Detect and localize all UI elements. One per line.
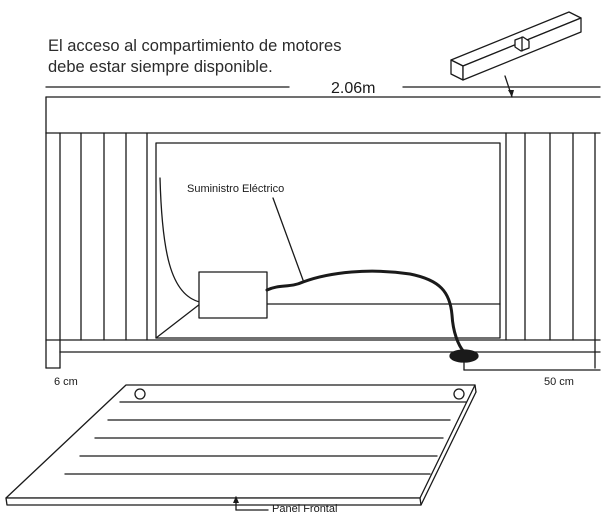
left-gap-label: 6 cm xyxy=(54,376,78,388)
front-panel-leader xyxy=(233,496,269,511)
power-supply-label: Suministro Eléctrico xyxy=(187,183,285,195)
front-panel xyxy=(5,384,477,506)
access-note-line1: El acceso al compartimiento de motores xyxy=(48,37,342,55)
front-panel-label: Panel Frontal xyxy=(272,503,338,515)
width-dimension-line xyxy=(45,86,601,98)
base-sill xyxy=(45,339,601,369)
panel-hole-right xyxy=(453,388,465,400)
width-dimension-label: 2.06m xyxy=(331,80,376,97)
access-note-line2: debe estar siempre disponible. xyxy=(48,58,273,76)
power-label-leader xyxy=(272,197,304,281)
beam-piece xyxy=(450,11,582,98)
power-cable xyxy=(265,269,466,354)
right-gap-label: 50 cm xyxy=(544,376,574,388)
left-cable xyxy=(159,177,201,303)
right-wall-panels xyxy=(505,132,596,369)
left-wall-panels xyxy=(45,132,148,369)
right-gap-dimension xyxy=(463,361,601,371)
electrical-box xyxy=(198,271,268,319)
top-beam xyxy=(45,96,601,134)
beam-pointer-arrow xyxy=(508,90,514,97)
panel-hole-left xyxy=(134,388,146,400)
cable-floor-hole xyxy=(449,349,479,363)
access-note: El acceso al compartimiento de motores d… xyxy=(48,36,408,78)
